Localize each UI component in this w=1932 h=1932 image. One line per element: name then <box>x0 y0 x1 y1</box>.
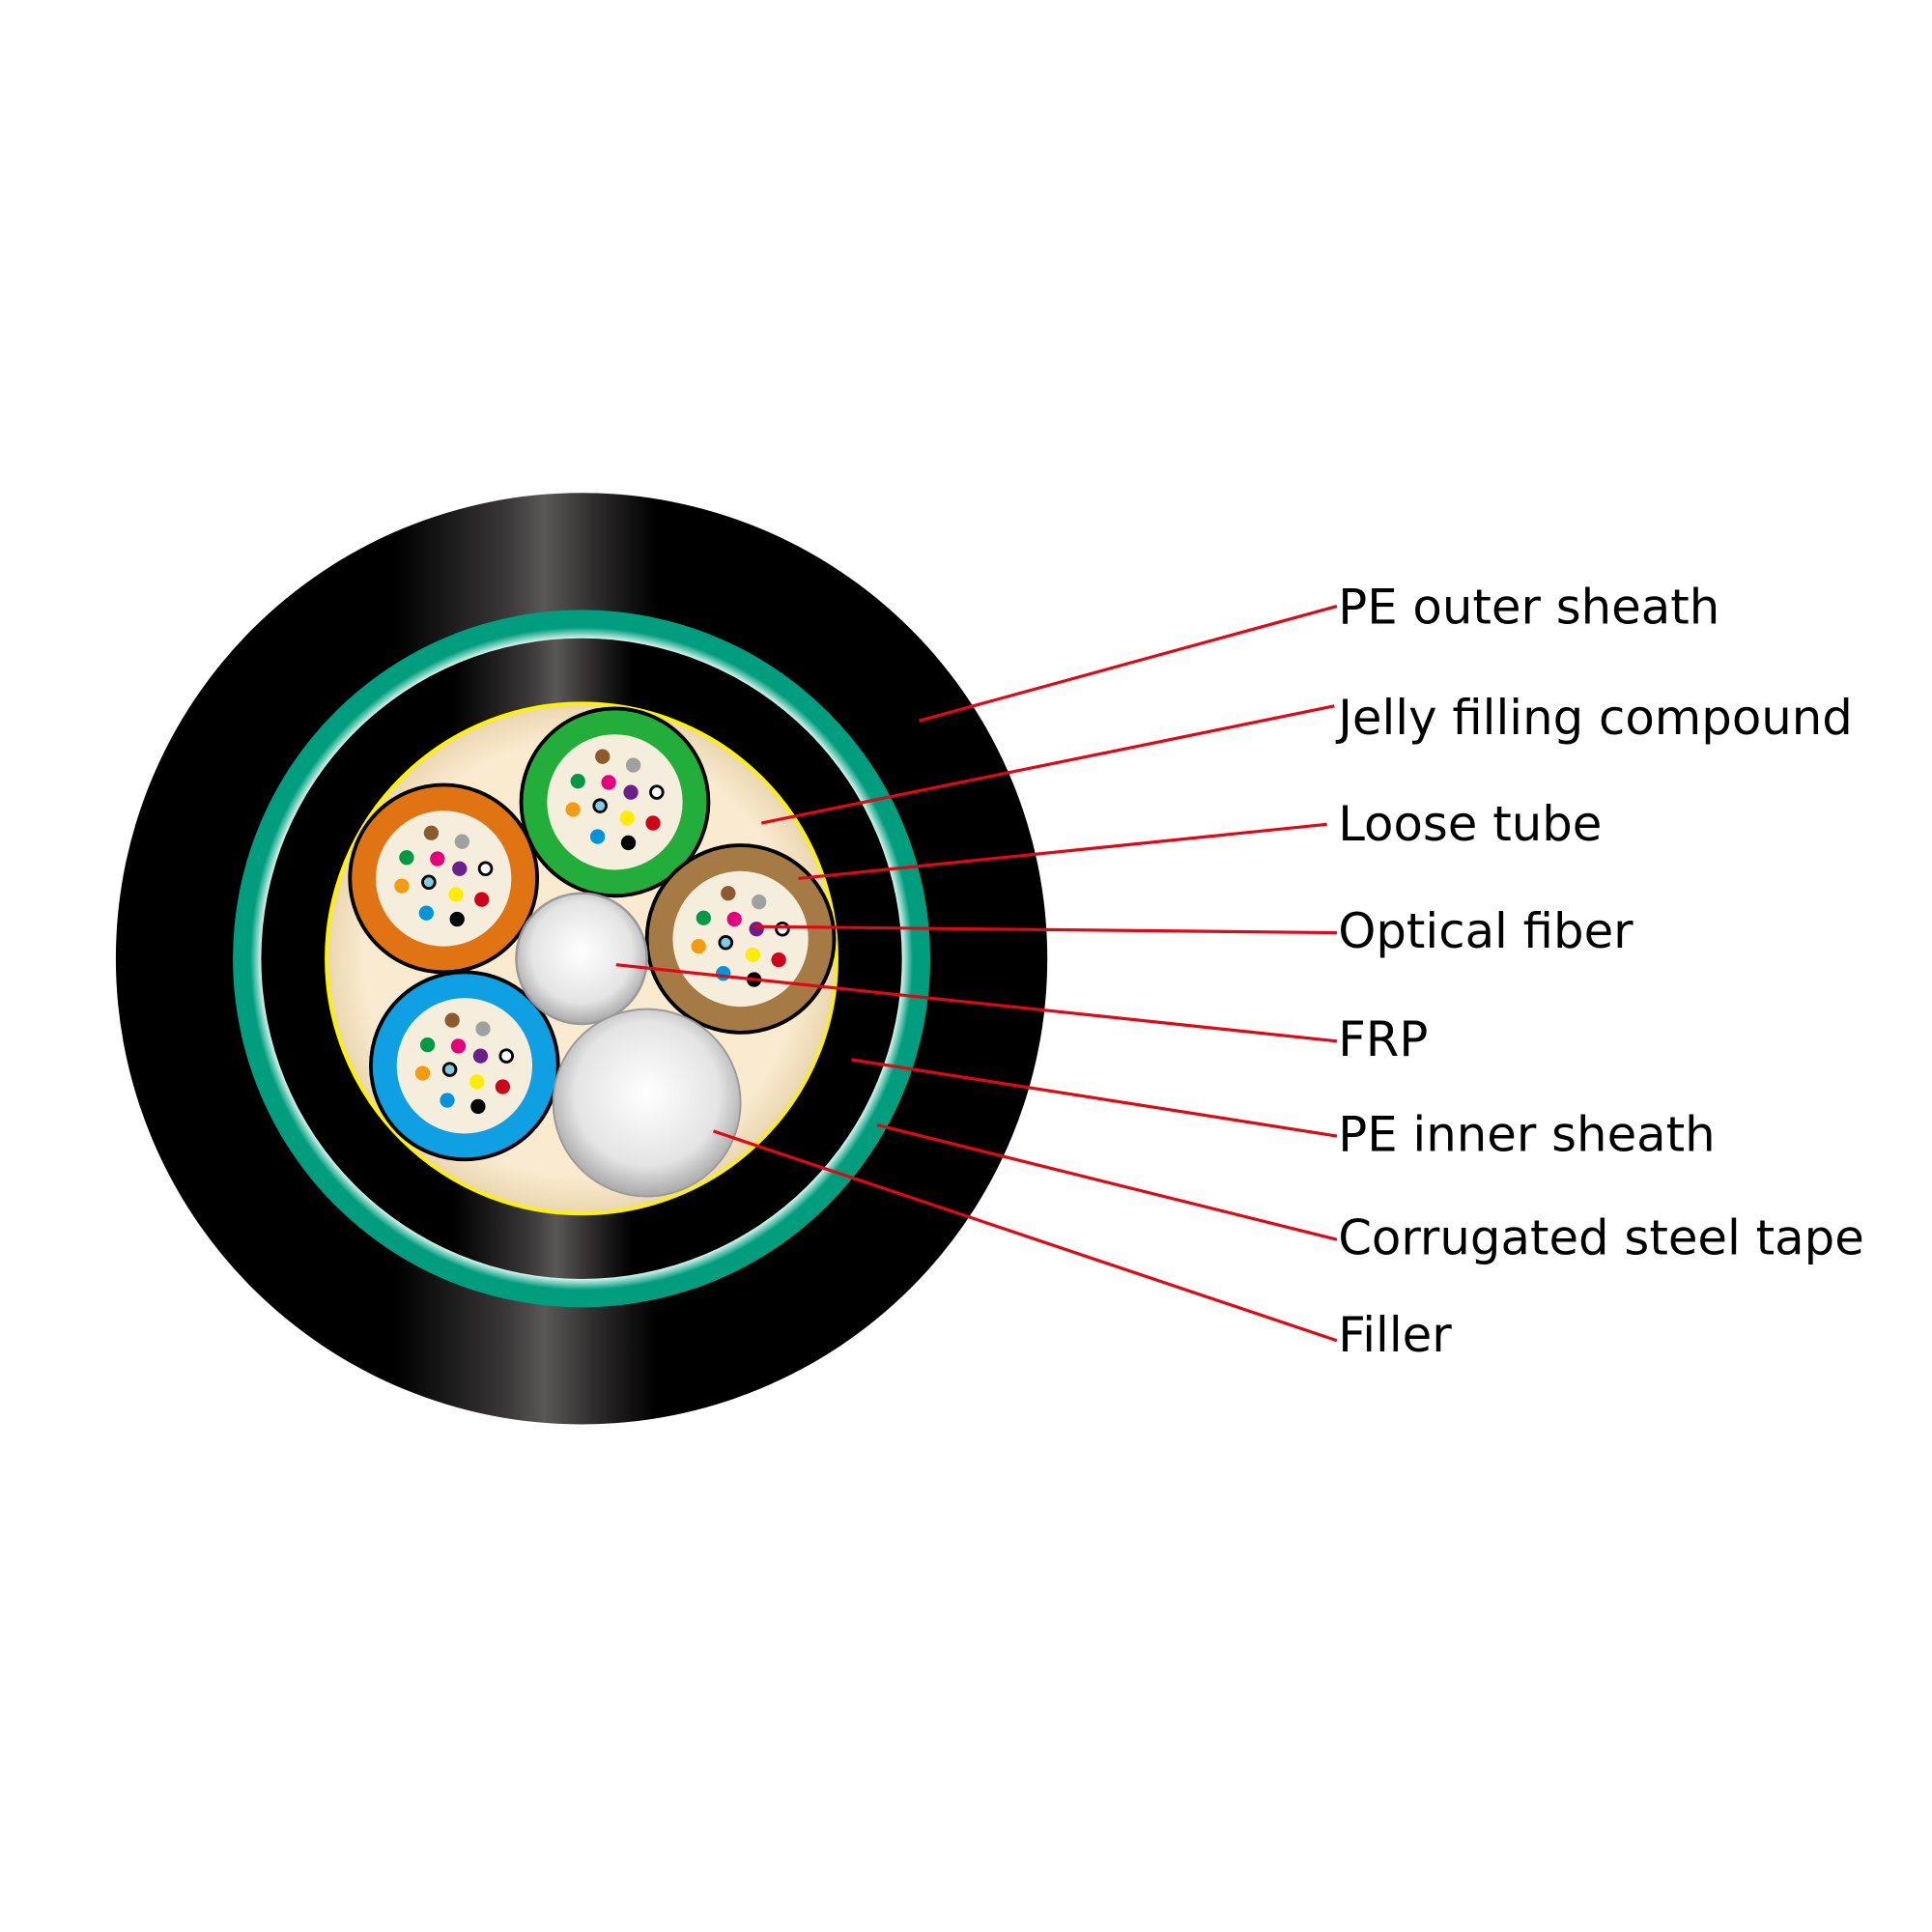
optical-fiber <box>394 878 410 894</box>
optical-fiber <box>418 905 434 921</box>
frp-central-strength-member <box>515 892 648 1026</box>
optical-fiber <box>430 851 445 867</box>
tube-core <box>672 870 809 1008</box>
optical-fiber <box>619 810 635 826</box>
label-corrugated-steel-tape: Corrugated steel tape <box>1338 1209 1864 1265</box>
optical-fiber <box>414 1065 431 1081</box>
optical-fiber <box>399 850 414 866</box>
label-pe-inner-sheath: PE inner sheath <box>1338 1106 1715 1162</box>
optical-fiber <box>775 921 790 937</box>
optical-fiber <box>421 874 437 891</box>
loose-tube-green <box>519 706 711 898</box>
optical-fiber <box>565 802 581 817</box>
leader-line-frp <box>615 963 1338 1043</box>
labels: PE outer sheath Jelly filling compound L… <box>1335 579 1864 1363</box>
loose-tube-blue <box>369 970 560 1162</box>
optical-fiber <box>441 1062 458 1077</box>
optical-fiber <box>726 911 742 927</box>
optical-fiber <box>592 798 608 813</box>
optical-fiber <box>589 829 606 844</box>
optical-fiber <box>721 886 736 901</box>
optical-fiber <box>625 757 641 773</box>
optical-fiber <box>696 910 711 925</box>
loose-tube-brown <box>644 843 837 1035</box>
optical-fiber <box>454 834 469 849</box>
label-loose-tube: Loose tube <box>1338 796 1602 852</box>
loose-tube-orange <box>348 782 540 975</box>
optical-fiber <box>469 1074 485 1090</box>
label-jelly-filling-compound: Jelly filling compound <box>1335 690 1853 746</box>
tube-core <box>376 810 512 947</box>
leader-line-loose-tube <box>798 822 1327 881</box>
optical-fiber <box>423 825 440 840</box>
optical-fiber <box>595 749 611 764</box>
optical-fiber <box>450 1038 467 1054</box>
optical-fiber <box>716 966 731 981</box>
optical-fiber <box>448 887 464 902</box>
leader-line-pe-outer-sheath <box>919 605 1338 723</box>
optical-fiber <box>745 947 760 963</box>
optical-fiber <box>452 861 468 876</box>
optical-fiber <box>749 922 764 937</box>
optical-fiber <box>620 835 637 851</box>
loose-tubes <box>348 706 837 1162</box>
optical-fiber <box>498 1048 515 1064</box>
filler-rod <box>552 1008 742 1198</box>
optical-fiber <box>475 1021 491 1037</box>
optical-fiber <box>444 1012 460 1028</box>
optical-fiber <box>601 775 616 790</box>
tube-core <box>547 734 683 870</box>
optical-fiber <box>570 774 585 789</box>
leader-line-filler <box>713 1129 1338 1343</box>
leader-lines <box>615 605 1338 1343</box>
label-optical-fiber: Optical fiber <box>1338 903 1634 959</box>
optical-fiber <box>752 895 767 910</box>
optical-fiber <box>474 892 490 907</box>
optical-fiber <box>691 938 706 954</box>
optical-fiber <box>470 1098 486 1115</box>
leader-line-jelly-filling-compound <box>760 704 1335 825</box>
optical-fiber <box>623 784 639 800</box>
optical-fiber <box>472 1048 489 1064</box>
optical-fiber <box>771 952 786 968</box>
label-filler: Filler <box>1338 1307 1452 1363</box>
leader-line-corrugated-steel-tape <box>876 1122 1338 1241</box>
leader-line-pe-inner-sheath <box>851 1058 1338 1138</box>
optical-fiber <box>718 934 734 951</box>
label-pe-outer-sheath: PE outer sheath <box>1338 579 1719 635</box>
leader-line-optical-fiber <box>753 924 1337 935</box>
label-frp: FRP <box>1338 1011 1428 1067</box>
optical-fiber <box>419 1037 436 1053</box>
optical-fiber <box>477 861 494 877</box>
tube-core <box>396 998 533 1134</box>
optical-fiber <box>645 815 661 831</box>
optical-fiber <box>449 911 465 927</box>
cable <box>115 493 1048 1425</box>
optical-fiber <box>440 1093 455 1108</box>
optical-fiber <box>649 784 665 800</box>
optical-fiber <box>495 1079 511 1094</box>
